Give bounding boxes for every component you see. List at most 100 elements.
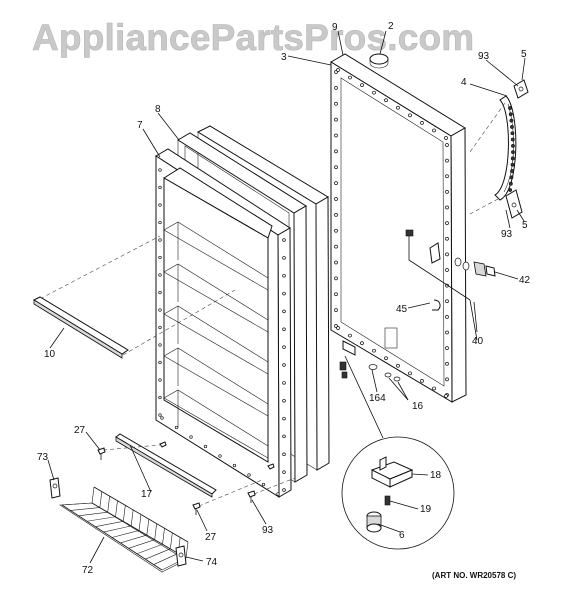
screw-hole [334,228,338,233]
screw-hole [444,136,448,140]
basket-wire [120,534,147,544]
callout-3: 3 [281,52,287,63]
callout-7: 7 [137,120,143,131]
screw-hole [445,158,449,163]
callout-93-bottom: 93 [262,525,274,536]
basket-wire [146,519,150,536]
basket-wire [145,548,171,560]
callout-27-bottom: 27 [205,532,217,543]
basket-wire [138,514,142,531]
callout-45: 45 [396,304,408,315]
shelf-rib [163,347,269,417]
screw-hole [445,205,449,210]
callout-19: 19 [420,504,432,515]
basket-wire [154,523,157,540]
screw-hole [334,149,338,154]
basket-wire [91,486,95,504]
handle-grip-dot [510,156,515,161]
screw-hole [432,386,436,391]
screw-hole [445,315,449,319]
screw-hole [158,378,162,382]
handle-grip-dot [508,181,513,186]
handle-grip-dot [509,118,514,123]
screw-hole [334,213,338,217]
watermark-text: AppliancePartsPros.com [32,17,474,58]
lower-shelf-bar-part [115,433,217,498]
screw-hole [282,488,286,492]
handle-grip-dot [511,150,515,155]
screw-hole [408,371,412,376]
art-number: (ART NO. WR20578 C) [432,571,516,580]
screw-hole [158,273,162,277]
screw-hole [158,220,162,225]
screw-hole [218,454,222,458]
screw-hole [247,473,251,477]
basket-wire [99,491,103,508]
handle-grip-dot [510,125,514,129]
screws [97,441,275,515]
screw-hole [348,333,352,338]
screw-hole [445,221,449,225]
screw-hole [282,363,286,367]
screw-hole [334,292,338,297]
screw-hole [445,346,449,350]
inner-door-liner [155,148,292,498]
callout-17: 17 [141,489,153,500]
screw-hole [384,356,388,361]
handle-grip-dot [508,188,513,192]
screw-hole [336,68,340,72]
callout-164: 164 [369,393,386,404]
callout-labels: 2 3 9 4 5 93 8 7 5 93 42 45 40 10 164 16… [37,21,531,576]
screw-hole [282,291,286,296]
callout-4: 4 [461,77,467,88]
screw-hole [445,361,449,366]
screw-hole [445,252,449,257]
screw-hole [158,360,162,365]
screw-hole [203,444,208,449]
screw-hole [334,244,338,249]
screw-hole [445,190,449,194]
screw-hole [334,181,338,185]
shelf-bar-part [32,296,129,359]
screw-hole [276,492,280,496]
shelf-rib [163,263,269,333]
callout-72: 72 [82,565,94,576]
screw-hole [158,343,162,347]
basket-wire [61,502,93,506]
screw-hole [445,236,449,241]
screw-hole [282,381,286,385]
screw-hole [158,325,162,330]
screw-hole [445,330,449,335]
handle-grip-dot [509,175,514,180]
screw-hole [372,90,376,95]
screw-hole [432,128,436,133]
basket-wire [123,505,126,522]
screw-hole [360,83,364,87]
screw-hole [334,101,338,106]
screw-hole [334,276,338,281]
screw-hole [160,416,164,420]
lock-assembly [405,229,496,341]
basket-wire [103,525,132,533]
hinge-pin-part [369,53,389,69]
screw-hole [334,86,338,90]
callout-6: 6 [399,530,405,541]
screw-hole [282,327,286,332]
shelf-rib [163,389,269,459]
basket-wire [153,553,179,565]
handle-grip-dot [510,137,515,142]
basket-wire [185,541,189,559]
callout-10: 10 [44,349,56,360]
handle-grip-dot [511,143,515,148]
screw-hole [282,416,286,421]
handle-grip-dot [510,162,515,167]
screw-hole [282,238,286,242]
screw-hole [420,379,424,383]
screw-hole [282,452,286,457]
screw-hole [396,105,400,110]
detail-inset [341,355,455,550]
screw-hole [158,395,162,400]
screw-hole [396,363,400,368]
callout-8: 8 [155,104,161,115]
